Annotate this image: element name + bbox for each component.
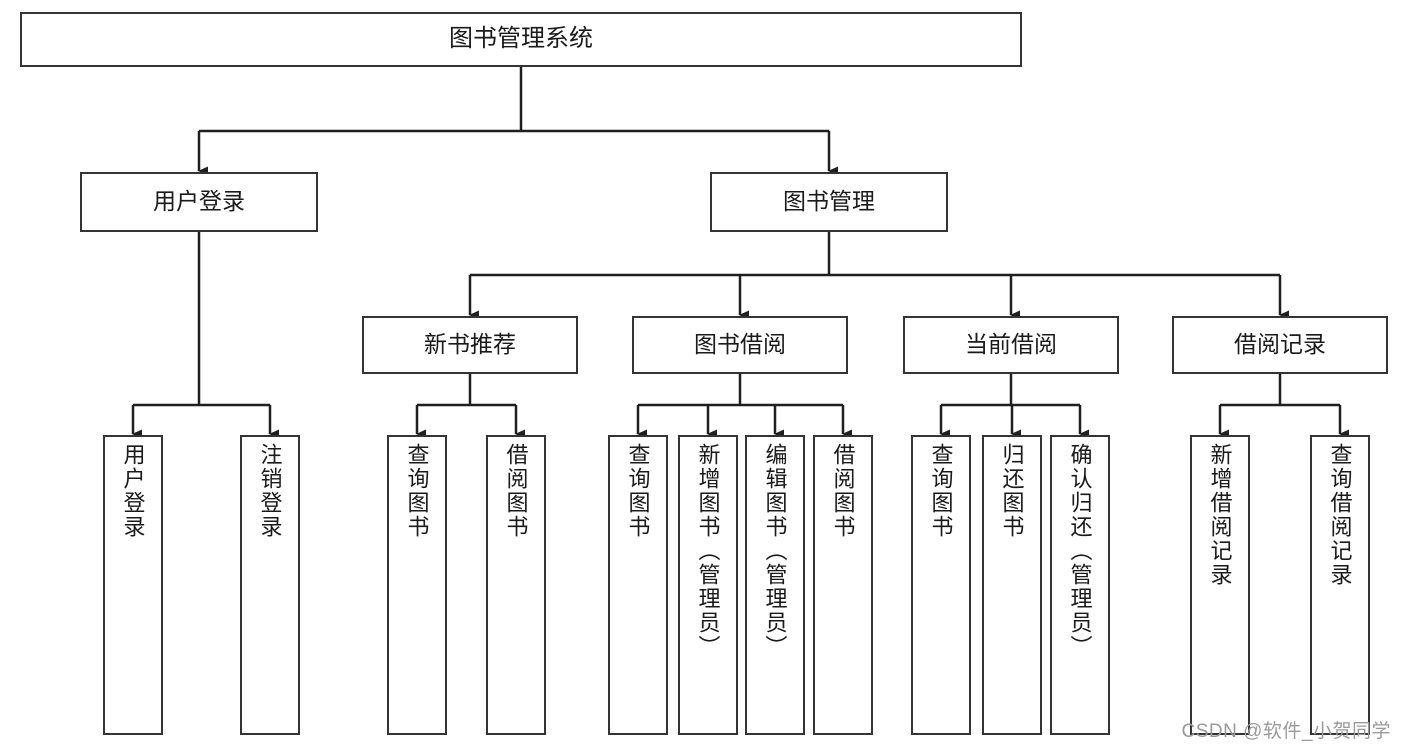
- edge-group: [131, 67, 1349, 439]
- node-leaf-return-book[interactable]: 归还图书: [982, 435, 1042, 735]
- node-label: 归还图书: [999, 443, 1025, 539]
- node-leaf-query-book-2[interactable]: 查询图书: [608, 435, 668, 735]
- node-leaf-confirm-return[interactable]: 确认归还（管理员）: [1050, 435, 1110, 735]
- node-label: 编辑图书（管理员）: [762, 443, 788, 659]
- node-book-manage[interactable]: 图书管理: [710, 172, 948, 232]
- node-root[interactable]: 图书管理系统: [20, 12, 1022, 67]
- node-label: 借阅图书: [830, 443, 856, 539]
- node-label: 用户登录: [120, 443, 146, 539]
- node-label: 新增图书（管理员）: [695, 443, 721, 659]
- node-label: 当前借阅: [965, 331, 1057, 358]
- node-label: 新增借阅记录: [1207, 443, 1233, 587]
- node-book-borrow[interactable]: 图书借阅: [632, 316, 848, 374]
- node-label: 图书管理系统: [449, 25, 593, 53]
- node-label: 注销登录: [257, 443, 283, 539]
- node-leaf-logout[interactable]: 注销登录: [240, 435, 300, 735]
- node-label: 用户登录: [153, 188, 245, 215]
- node-label: 查询图书: [625, 443, 651, 539]
- node-label: 图书借阅: [694, 331, 786, 358]
- node-new-book-rec[interactable]: 新书推荐: [362, 316, 578, 374]
- node-label: 查询图书: [928, 443, 954, 539]
- node-leaf-query-book-1[interactable]: 查询图书: [387, 435, 447, 735]
- node-label: 确认归还（管理员）: [1067, 443, 1093, 659]
- node-label: 图书管理: [783, 188, 875, 215]
- node-borrow-record[interactable]: 借阅记录: [1172, 316, 1388, 374]
- node-leaf-query-record[interactable]: 查询借阅记录: [1310, 435, 1370, 735]
- node-leaf-user-login[interactable]: 用户登录: [103, 435, 163, 735]
- node-user-login[interactable]: 用户登录: [80, 172, 318, 232]
- node-leaf-borrow-book-2[interactable]: 借阅图书: [813, 435, 873, 735]
- node-leaf-edit-book[interactable]: 编辑图书（管理员）: [745, 435, 805, 735]
- node-label: 查询图书: [404, 443, 430, 539]
- node-leaf-add-book[interactable]: 新增图书（管理员）: [678, 435, 738, 735]
- node-current-borrow[interactable]: 当前借阅: [903, 316, 1119, 374]
- node-leaf-query-book-3[interactable]: 查询图书: [911, 435, 971, 735]
- node-label: 查询借阅记录: [1327, 443, 1353, 587]
- node-label: 新书推荐: [424, 331, 516, 358]
- watermark: CSDN @软件_小贺同学: [1181, 721, 1391, 742]
- node-label: 借阅图书: [503, 443, 529, 539]
- node-leaf-add-record[interactable]: 新增借阅记录: [1190, 435, 1250, 735]
- node-label: 借阅记录: [1234, 331, 1326, 358]
- node-leaf-borrow-book-1[interactable]: 借阅图书: [486, 435, 546, 735]
